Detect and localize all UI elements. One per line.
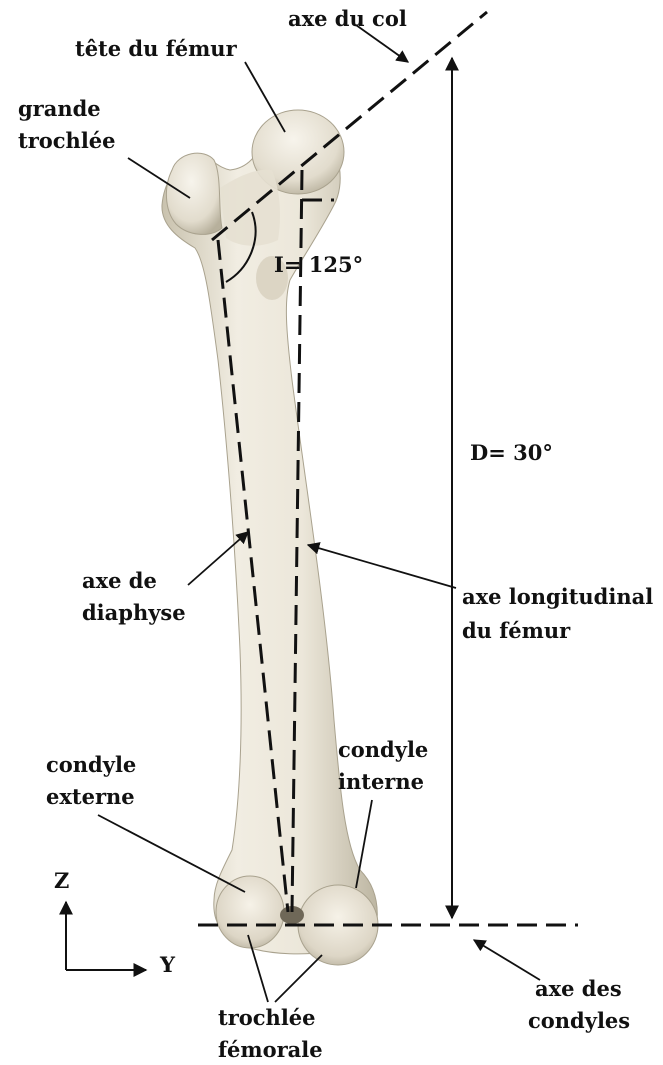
label-grande-trochlee-line1: grande bbox=[18, 96, 101, 121]
label-axe-col: axe du col bbox=[288, 6, 407, 31]
label-grande-trochlee-line2: trochlée bbox=[18, 128, 116, 153]
z-axis-label: Z bbox=[54, 868, 69, 893]
label-condyle-externe-line1: condyle bbox=[46, 752, 136, 777]
label-trochlee-femorale-line2: fémorale bbox=[218, 1037, 323, 1062]
label-trochlee-femorale: trochlée fémorale bbox=[218, 1005, 323, 1062]
label-axe-condyles-line1: axe des bbox=[535, 976, 622, 1001]
label-axe-longitudinal-line2: du fémur bbox=[462, 618, 571, 643]
pointer-axe-longitudinal bbox=[308, 545, 456, 588]
pointer-condyle-externe bbox=[98, 815, 245, 892]
y-axis-label: Y bbox=[159, 952, 176, 977]
label-condyle-interne-line1: condyle bbox=[338, 737, 428, 762]
label-declination: D= 30° bbox=[470, 440, 553, 465]
label-axe-diaphyse-line1: axe de bbox=[82, 568, 157, 593]
femur-shaft bbox=[162, 119, 377, 954]
coordinate-axes: Z Y bbox=[54, 868, 176, 977]
label-condyle-externe-line2: externe bbox=[46, 784, 135, 809]
label-condyle-interne: condyle interne bbox=[338, 737, 436, 794]
label-condyle-externe: condyle externe bbox=[46, 752, 144, 809]
label-inclination: I= 125° bbox=[274, 252, 363, 277]
pointer-tete-femur bbox=[245, 62, 285, 132]
label-axe-condyles: axe des condyles bbox=[528, 976, 630, 1033]
label-axe-diaphyse: axe de diaphyse bbox=[82, 568, 186, 625]
label-tete-femur: tête du fémur bbox=[75, 36, 238, 61]
femur-bone bbox=[162, 110, 378, 965]
pointer-trochlee-right bbox=[275, 955, 322, 1002]
label-axe-longitudinal: axe longitudinal du fémur bbox=[462, 584, 661, 643]
medial-condyle bbox=[298, 885, 378, 965]
label-axe-diaphyse-line2: diaphyse bbox=[82, 600, 186, 625]
label-trochlee-femorale-line1: trochlée bbox=[218, 1005, 316, 1030]
pointer-axe-condyles bbox=[474, 940, 540, 980]
label-grande-trochlee: grande trochlée bbox=[18, 96, 116, 153]
label-axe-longitudinal-line1: axe longitudinal bbox=[462, 584, 653, 609]
label-axe-condyles-line2: condyles bbox=[528, 1008, 630, 1033]
greater-trochanter bbox=[166, 153, 222, 234]
lateral-condyle bbox=[216, 876, 284, 948]
label-condyle-interne-line2: interne bbox=[338, 769, 424, 794]
